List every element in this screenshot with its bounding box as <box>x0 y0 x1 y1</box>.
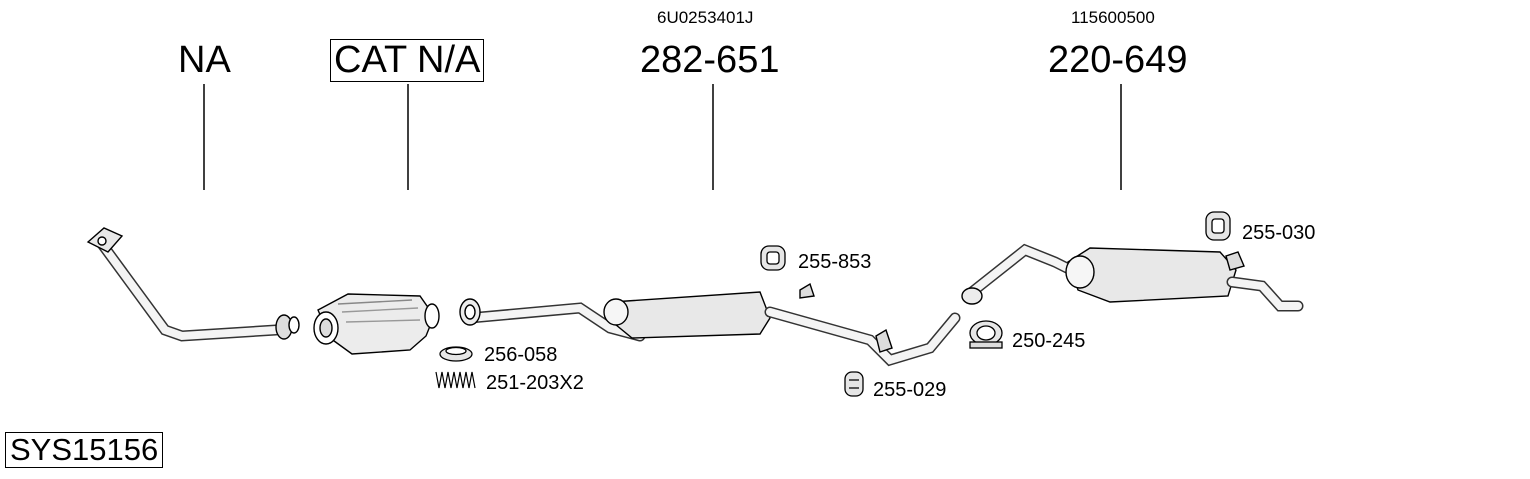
clamp-250-245-icon <box>969 320 1003 349</box>
rubber-mount-255-853-icon <box>760 245 786 271</box>
spring-251-203-icon <box>435 371 476 389</box>
label-part-255-029: 255-029 <box>873 379 947 401</box>
label-cat: CAT N/A <box>330 39 485 82</box>
label-part-255-030: 255-030 <box>1242 222 1316 244</box>
label-na: NA <box>178 39 231 81</box>
system-code: SYS15156 <box>5 432 164 468</box>
gasket-256-058-icon <box>439 346 473 362</box>
label-part-255-853: 255-853 <box>798 251 872 273</box>
label-part-251-203: 251-203X2 <box>486 372 584 394</box>
label-mid-part: 282-651 <box>640 39 780 81</box>
label-part-250-245: 250-245 <box>1012 330 1086 352</box>
label-rear-oe-number: 115600500 <box>1071 8 1155 27</box>
middle-silencer <box>459 282 961 367</box>
front-pipe <box>86 227 300 342</box>
rear-silencer <box>961 243 1304 312</box>
label-part-256-058: 256-058 <box>484 344 558 366</box>
label-mid-oe-number: 6U0253401J <box>657 8 754 27</box>
label-rear-part: 220-649 <box>1048 39 1188 81</box>
catalytic-converter <box>313 293 440 355</box>
rubber-mount-255-029-icon <box>844 371 864 397</box>
rubber-mount-255-030-icon <box>1205 211 1231 241</box>
